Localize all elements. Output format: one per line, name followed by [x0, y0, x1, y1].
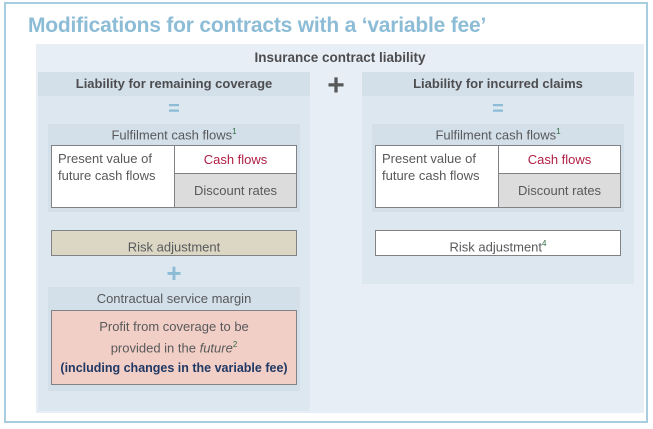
- fulfilment-label-text-left: Fulfilment cash flows: [111, 127, 233, 143]
- fulfilment-cash-flows-right: Fulfilment cash flows1 Present value of …: [372, 124, 624, 213]
- cash-flows-cell-right: Cash flows: [499, 146, 620, 175]
- slide-frame: Modifications for contracts with a ‘vari…: [4, 2, 648, 423]
- csm-label: Contractual service margin: [96, 291, 252, 306]
- discount-rates-cell-right: Discount rates: [499, 174, 620, 208]
- fulfilment-table-right: Present value of future cash flows Cash …: [375, 145, 621, 209]
- equals-sign-right-icon: =: [492, 98, 504, 120]
- column-liability-remaining-coverage: Liability for remaining coverage = Fulfi…: [38, 72, 310, 411]
- csm-line-3: (including changes in the variable fee): [60, 361, 288, 376]
- present-value-cell-left: Present value of future cash flows: [52, 146, 174, 208]
- plus-operator-csm-icon: +: [166, 258, 182, 288]
- csm-line-2-prefix: provided in the: [110, 340, 200, 356]
- risk-adjustment-superscript-right: 4: [542, 239, 547, 248]
- column-header-left: Liability for remaining coverage: [38, 72, 310, 96]
- fulfilment-label-text-right: Fulfilment cash flows: [435, 127, 557, 143]
- csm-line-1: Profit from coverage to be: [99, 319, 249, 334]
- column-header-right: Liability for incurred claims: [362, 72, 634, 96]
- risk-adjustment-right: Risk adjustment4: [375, 230, 621, 256]
- insurance-contract-liability-header: Insurance contract liability: [254, 50, 426, 65]
- diagram-panel: Insurance contract liability + Liability…: [36, 44, 644, 413]
- fulfilment-table-left: Present value of future cash flows Cash …: [51, 145, 297, 209]
- fulfilment-superscript-left: 1: [232, 127, 237, 136]
- risk-adjustment-left: Risk adjustment: [51, 230, 297, 256]
- equals-sign-left-icon: =: [168, 98, 180, 120]
- csm-line-2: provided in the future2: [58, 336, 290, 357]
- risk-adjustment-label-right: Risk adjustment: [449, 239, 543, 255]
- fulfilment-right-cells-right: Cash flows Discount rates: [498, 146, 620, 208]
- csm-line-2-italic: future: [199, 340, 233, 356]
- fulfilment-cash-flows-left: Fulfilment cash flows1 Present value of …: [48, 124, 300, 213]
- discount-rates-cell-left: Discount rates: [175, 174, 296, 208]
- cash-flows-cell-left: Cash flows: [175, 146, 296, 175]
- csm-line-2-superscript: 2: [232, 340, 238, 349]
- risk-adjustment-label-left: Risk adjustment: [127, 239, 221, 255]
- fulfilment-label-left: Fulfilment cash flows1: [48, 126, 300, 145]
- contractual-service-margin-block: Contractual service margin Profit from c…: [48, 287, 300, 392]
- plus-operator-icon: +: [327, 69, 345, 102]
- fulfilment-right-cells-left: Cash flows Discount rates: [174, 146, 296, 208]
- csm-box: Profit from coverage to be provided in t…: [51, 310, 297, 386]
- column-liability-incurred-claims: Liability for incurred claims = Fulfilme…: [362, 72, 634, 284]
- page-title: Modifications for contracts with a ‘vari…: [28, 14, 487, 37]
- fulfilment-label-right: Fulfilment cash flows1: [372, 126, 624, 145]
- fulfilment-superscript-right: 1: [556, 127, 561, 136]
- present-value-cell-right: Present value of future cash flows: [376, 146, 498, 208]
